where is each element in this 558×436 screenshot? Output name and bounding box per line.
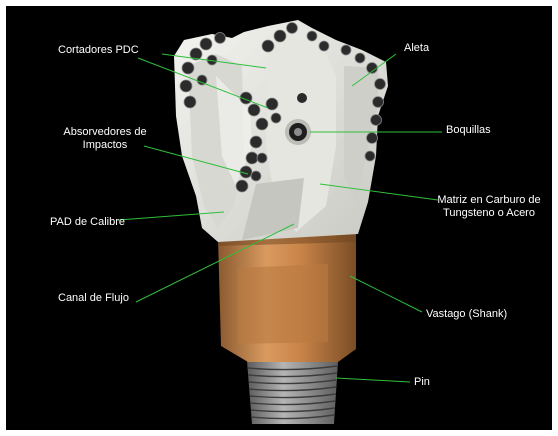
diagram-panel: Cortadores PDC Aleta Absorvedores de Imp… bbox=[6, 6, 552, 430]
label-flow-channel: Canal de Flujo bbox=[58, 292, 129, 305]
label-shank: Vastago (Shank) bbox=[426, 308, 507, 321]
label-pdc-cutters: Cortadores PDC bbox=[58, 44, 139, 57]
label-impact-absorbers-line1: Absorvedores de bbox=[50, 126, 160, 139]
shank-body bbox=[218, 234, 356, 362]
label-matrix-line1: Matriz en Carburo de bbox=[426, 194, 552, 207]
bit-head bbox=[174, 20, 388, 242]
nozzle-small-icon bbox=[297, 93, 307, 103]
label-impact-absorbers: Absorvedores de Impactos bbox=[50, 126, 160, 152]
label-gauge-pad: PAD de Calibre bbox=[50, 216, 125, 229]
label-impact-absorbers-line2: Impactos bbox=[50, 139, 160, 152]
label-matrix: Matriz en Carburo de Tungsteno o Acero bbox=[426, 194, 552, 220]
nozzle-icon bbox=[285, 119, 311, 145]
label-blade: Aleta bbox=[404, 42, 429, 55]
label-matrix-line2: Tungsteno o Acero bbox=[426, 207, 552, 220]
label-nozzles: Boquillas bbox=[446, 124, 491, 137]
leader-line-pin bbox=[336, 378, 410, 382]
pin-connection bbox=[247, 361, 338, 424]
leader-line-shank bbox=[350, 276, 422, 312]
label-pin: Pin bbox=[414, 376, 430, 389]
